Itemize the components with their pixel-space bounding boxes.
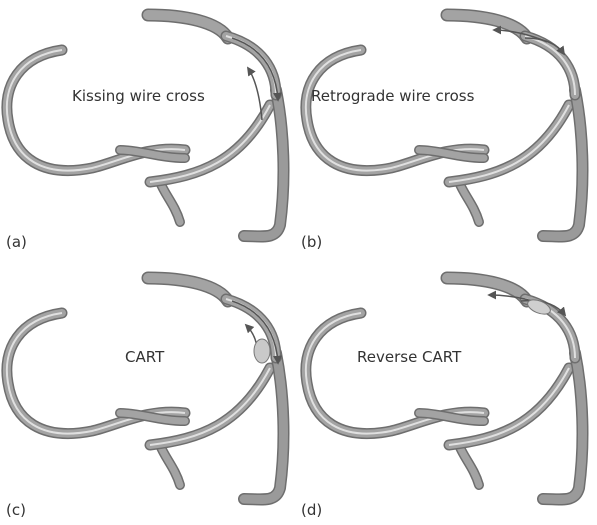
panel-title: CART [125,348,165,366]
wire-direction-arrow [520,299,567,317]
panel-letter: (d) [301,501,323,519]
panel-d-diagram [299,263,597,525]
panel-b-diagram [299,0,597,262]
panel-letter: (c) [6,501,26,519]
panel-letter: (b) [301,233,323,251]
balloon-shape [253,338,271,364]
panel-a-diagram [0,0,298,262]
panel-c-diagram [0,263,298,525]
retrograde-wire-arrow [247,66,263,121]
panel-title: Kissing wire cross [72,87,205,105]
wire-direction-arrow [524,37,566,56]
panel-title: Reverse CART [357,348,462,366]
panel-c: CART (c) [0,263,298,525]
panel-d: Reverse CART (d) [299,263,597,525]
antegrade-wire-arrow [231,37,283,102]
panel-a: Kissing wire cross (a) [0,0,298,262]
panel-letter: (a) [6,233,27,251]
panel-b: Retrograde wire cross (b) [299,0,597,262]
antegrade-wire-arrow [231,300,283,365]
balloon-shape [527,299,551,315]
panel-title: Retrograde wire cross [311,87,475,105]
